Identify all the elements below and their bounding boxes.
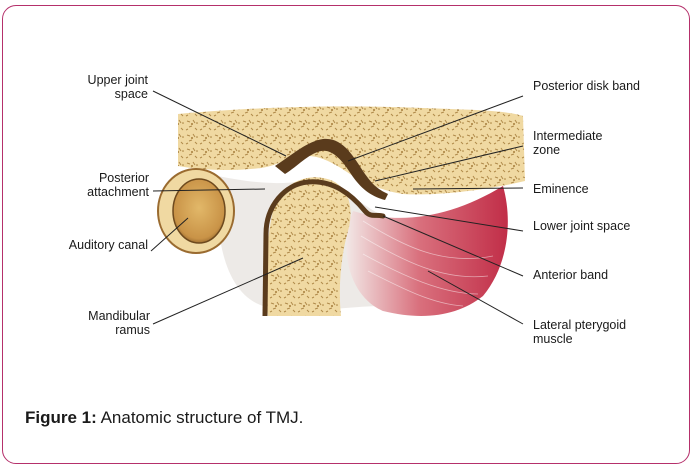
label-eminence: Eminence bbox=[533, 182, 633, 196]
label-mandibular-ramus: Mandibular ramus bbox=[58, 309, 150, 337]
label-anterior-band: Anterior band bbox=[533, 268, 623, 282]
label-auditory-canal: Auditory canal bbox=[63, 238, 148, 252]
figure-caption: Figure 1: Anatomic structure of TMJ. bbox=[25, 408, 303, 428]
lateral-pterygoid-muscle bbox=[346, 186, 508, 316]
label-lower-joint-space: Lower joint space bbox=[533, 219, 633, 233]
label-lateral-pterygoid-muscle: Lateral pterygoid muscle bbox=[533, 318, 653, 346]
label-posterior-attachment: Posterior attachment bbox=[55, 171, 149, 199]
label-posterior-disk-band: Posterior disk band bbox=[533, 79, 643, 93]
label-intermediate-zone: Intermediate zone bbox=[533, 129, 633, 157]
figure-card: Upper joint space Posterior attachment A… bbox=[2, 5, 690, 464]
caption-label: Figure 1: bbox=[25, 408, 97, 427]
label-upper-joint-space: Upper joint space bbox=[63, 73, 148, 101]
caption-text: Anatomic structure of TMJ. bbox=[97, 408, 304, 427]
